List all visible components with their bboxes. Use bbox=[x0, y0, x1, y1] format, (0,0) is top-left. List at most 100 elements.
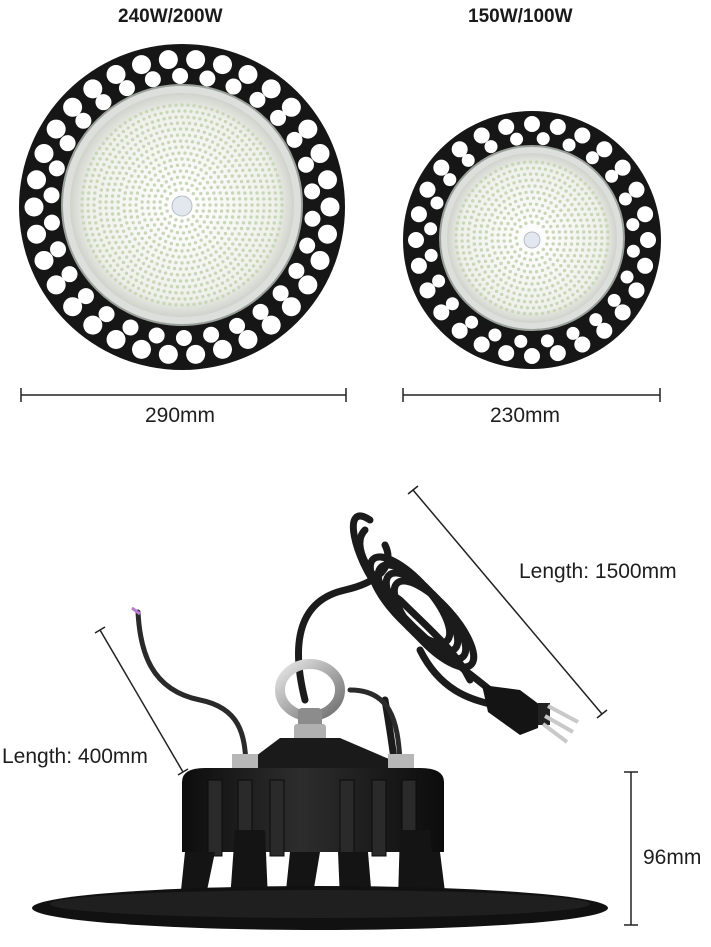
led-dot bbox=[466, 233, 470, 237]
small-lamp-center-sensor bbox=[523, 231, 541, 249]
led-dot bbox=[202, 263, 206, 267]
led-dot bbox=[131, 161, 135, 166]
led-dot bbox=[514, 236, 518, 240]
led-dot bbox=[98, 206, 102, 210]
led-dot bbox=[226, 179, 231, 184]
led-dot bbox=[175, 243, 180, 247]
led-dot bbox=[171, 254, 175, 258]
led-dot bbox=[485, 224, 490, 228]
led-dot bbox=[583, 259, 587, 264]
led-dot bbox=[149, 133, 153, 138]
led-dot bbox=[180, 261, 184, 265]
led-dot bbox=[226, 278, 230, 282]
led-dot bbox=[551, 230, 555, 234]
vent-hole bbox=[488, 328, 502, 342]
led-dot bbox=[524, 221, 528, 225]
led-dot bbox=[546, 236, 550, 240]
led-dot bbox=[531, 196, 536, 200]
led-dot bbox=[573, 207, 578, 212]
led-dot bbox=[522, 257, 527, 261]
led-dot bbox=[244, 152, 249, 157]
led-dot bbox=[546, 266, 550, 270]
vent-hole bbox=[261, 79, 281, 99]
led-dot bbox=[474, 278, 478, 282]
led-dot bbox=[226, 114, 231, 119]
led-dot bbox=[202, 220, 206, 224]
led-dot bbox=[216, 143, 220, 147]
led-dot bbox=[542, 280, 546, 285]
led-dot bbox=[502, 256, 507, 260]
vent-hole bbox=[225, 78, 242, 95]
led-dot bbox=[129, 259, 133, 264]
led-dot bbox=[461, 251, 466, 255]
led-dot bbox=[241, 124, 246, 128]
led-dot bbox=[99, 188, 104, 192]
led-dot bbox=[97, 173, 101, 178]
led-dot bbox=[503, 266, 508, 270]
led-dot bbox=[557, 242, 562, 246]
led-dot bbox=[156, 178, 161, 183]
led-dot bbox=[184, 279, 189, 283]
led-dot bbox=[279, 215, 283, 219]
led-dot bbox=[210, 140, 215, 144]
led-dot bbox=[457, 215, 461, 219]
led-dot bbox=[126, 141, 130, 146]
led-dot bbox=[144, 270, 148, 274]
led-dot bbox=[252, 179, 256, 183]
led-dot bbox=[180, 145, 184, 149]
led-dot bbox=[545, 286, 549, 290]
led-dot bbox=[502, 233, 506, 237]
led-dot bbox=[162, 160, 167, 165]
led-dot bbox=[175, 273, 180, 277]
led-dot bbox=[558, 199, 562, 204]
led-dot bbox=[495, 256, 500, 261]
led-dot bbox=[168, 302, 172, 306]
led-dot bbox=[474, 288, 479, 292]
led-dot bbox=[107, 224, 111, 228]
led-dot bbox=[163, 189, 167, 193]
vent-hole bbox=[424, 222, 438, 236]
cable-length-dimension-line bbox=[407, 485, 608, 719]
led-dot bbox=[192, 302, 196, 306]
led-dot bbox=[183, 255, 187, 259]
led-dot bbox=[543, 261, 547, 265]
led-dot bbox=[134, 128, 138, 132]
led-dot bbox=[180, 103, 184, 107]
led-dot bbox=[543, 198, 548, 203]
led-dot bbox=[205, 225, 210, 230]
led-dot bbox=[136, 119, 141, 124]
led-dot bbox=[116, 212, 121, 216]
led-dot bbox=[84, 173, 89, 177]
led-dot bbox=[491, 227, 495, 231]
led-dot bbox=[455, 221, 460, 225]
led-dot bbox=[81, 221, 86, 225]
led-dot bbox=[531, 208, 536, 212]
led-dot bbox=[474, 194, 478, 198]
led-dot bbox=[548, 214, 552, 219]
led-dot bbox=[186, 157, 190, 162]
led-dot bbox=[551, 262, 555, 267]
led-dot bbox=[605, 248, 609, 252]
vent-hole bbox=[43, 187, 60, 204]
led-dot bbox=[93, 168, 97, 172]
led-dot bbox=[513, 272, 518, 277]
led-dot bbox=[525, 276, 530, 280]
vent-hole bbox=[310, 144, 330, 164]
led-dot bbox=[124, 135, 129, 139]
led-dot bbox=[158, 236, 162, 241]
led-dot bbox=[583, 290, 587, 294]
led-dot bbox=[152, 126, 156, 130]
led-dot bbox=[135, 215, 140, 219]
led-dot bbox=[162, 289, 166, 293]
vent-hole bbox=[186, 344, 206, 364]
led-dot bbox=[184, 267, 189, 271]
side-view-lamp bbox=[32, 512, 608, 930]
led-dot bbox=[94, 221, 98, 225]
led-dot bbox=[220, 169, 224, 174]
power-cord bbox=[295, 512, 499, 774]
led-dot bbox=[235, 135, 240, 139]
led-dot bbox=[553, 276, 557, 280]
led-dot bbox=[552, 296, 556, 300]
led-dot bbox=[552, 308, 557, 313]
led-dot bbox=[97, 232, 101, 237]
